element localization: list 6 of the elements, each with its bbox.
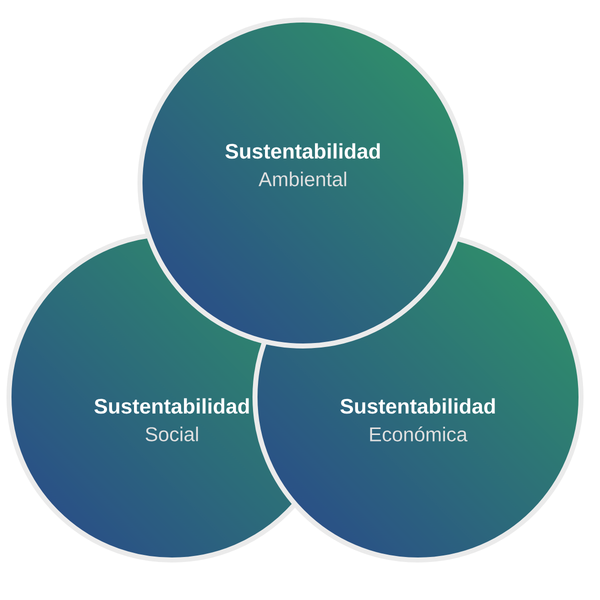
- subheading-text: Ambiental: [258, 172, 346, 186]
- subheading-text: Económica: [370, 426, 468, 442]
- subheading-text: Social: [146, 426, 198, 442]
- heading-text: Sustentabilidad: [340, 398, 495, 414]
- heading-text: Sustentabilidad: [225, 143, 380, 159]
- heading-text: Sustentabilidad: [94, 398, 249, 414]
